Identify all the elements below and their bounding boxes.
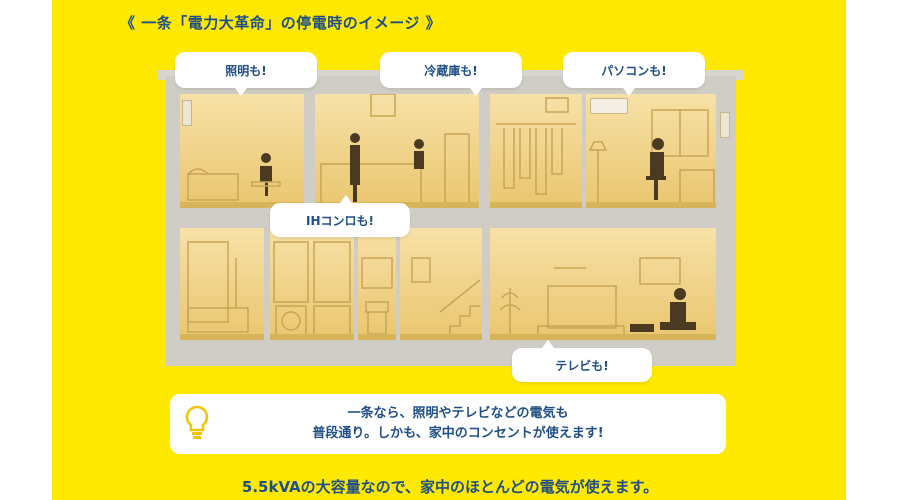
message-line-1: 一条なら、照明やテレビなどの電気も (347, 406, 569, 421)
room-bedroom (180, 94, 304, 208)
message-text: 一条なら、照明やテレビなどの電気も 普段通り。しかも、家中のコンセントが使えます… (210, 404, 706, 444)
room-toilet (358, 228, 396, 340)
bathroom-scene (187, 241, 249, 333)
bubble-tv-label: テレビも! (555, 358, 609, 373)
room-closet (490, 94, 582, 208)
room-hall (400, 228, 482, 340)
bottom-caption: 5.5kVAの大容量なので、家中のほとんどの電気が使えます。 (241, 478, 659, 496)
room-living (490, 228, 716, 340)
message-line-2: 普段通り。しかも、家中のコンセントが使えます! (312, 426, 604, 441)
bubble-fridge: 冷蔵庫も! (380, 52, 522, 96)
closet-scene (496, 97, 576, 195)
bubble-ih: IHコンロも! (270, 195, 410, 237)
message-box: 一条なら、照明やテレビなどの電気も 普段通り。しかも、家中のコンセントが使えます… (170, 394, 726, 454)
bubble-pc-label: パソコンも! (601, 63, 667, 78)
toilet-scene (361, 257, 393, 335)
page-title: 《 一条「電力大革命」の停電時のイメージ 》 (120, 14, 442, 32)
light-bulb-icon (185, 405, 209, 439)
room-kitchen (315, 94, 479, 208)
living-scene (499, 257, 696, 337)
bedroom-scene (187, 153, 281, 201)
room-study (586, 94, 716, 208)
bubble-lighting: 照明も! (175, 52, 317, 96)
bubble-ih-label: IHコンロも! (306, 213, 374, 228)
kitchen-scene (320, 94, 470, 205)
bubble-pc: パソコンも! (563, 52, 705, 96)
outdoor-unit-right (720, 112, 730, 138)
hall-scene (411, 257, 481, 337)
room-laundry (270, 228, 354, 340)
room-bathroom (180, 228, 264, 340)
laundry-scene (273, 241, 351, 337)
bubble-lighting-label: 照明も! (225, 63, 267, 78)
outdoor-unit-left (182, 100, 192, 126)
bubble-tv: テレビも! (512, 340, 652, 382)
study-scene (588, 109, 715, 205)
air-conditioner (590, 98, 628, 114)
bubble-fridge-label: 冷蔵庫も! (424, 63, 478, 78)
